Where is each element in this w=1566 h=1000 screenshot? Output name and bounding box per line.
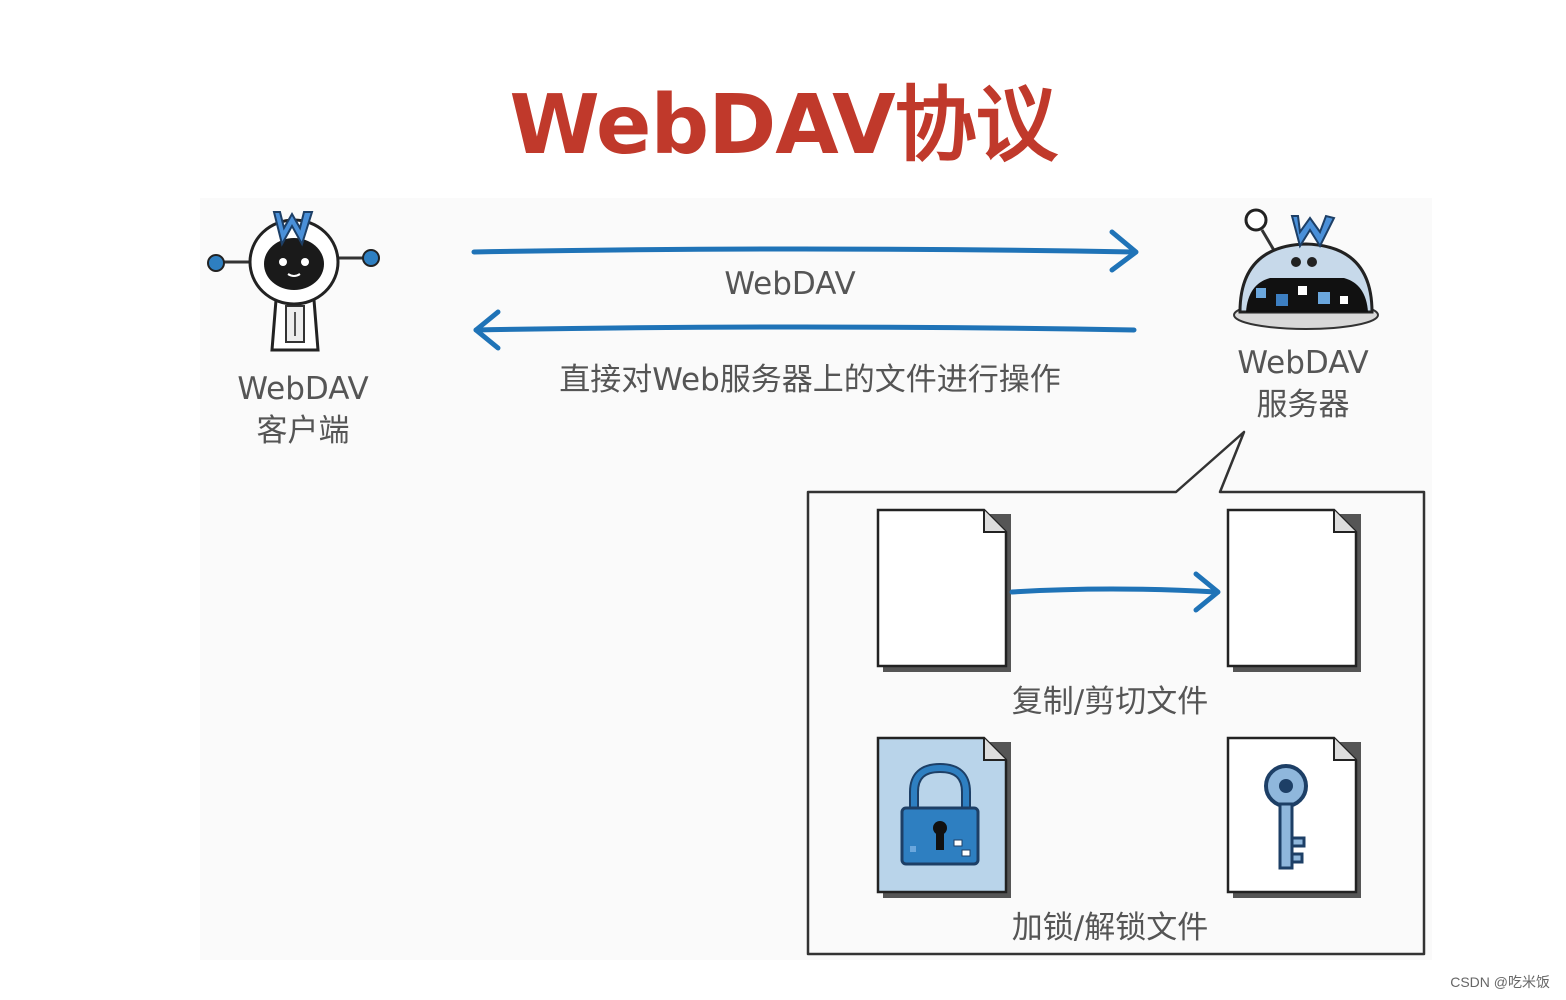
watermark: CSDN @吃米饭 xyxy=(1450,974,1550,990)
copy-arrow xyxy=(1009,571,1221,613)
server-label: WebDAV 服务器 xyxy=(1232,342,1374,426)
server-label-line1: WebDAV xyxy=(1237,345,1369,381)
client-label-line1: WebDAV xyxy=(237,371,369,407)
key-document-icon xyxy=(1226,736,1361,898)
request-arrow xyxy=(471,229,1139,273)
target-document-icon xyxy=(1226,508,1361,672)
padlock-icon xyxy=(900,762,980,866)
lock-unlock-label: 加锁/解锁文件 xyxy=(1011,910,1209,946)
page-title: WebDAV协议 xyxy=(509,78,1057,173)
source-document-icon xyxy=(876,508,1011,672)
server-label-line2: 服务器 xyxy=(1256,387,1350,423)
key-icon xyxy=(1264,764,1308,870)
connection-description: 直接对Web服务器上的文件进行操作 xyxy=(559,362,1061,398)
copy-cut-label: 复制/剪切文件 xyxy=(1011,684,1209,720)
protocol-label: WebDAV xyxy=(724,266,856,302)
client-label: WebDAV 客户端 xyxy=(232,368,374,452)
response-arrow xyxy=(473,309,1137,351)
robot-server-icon xyxy=(1233,208,1379,330)
client-label-line2: 客户端 xyxy=(256,413,350,449)
robot-client-icon xyxy=(207,211,380,352)
